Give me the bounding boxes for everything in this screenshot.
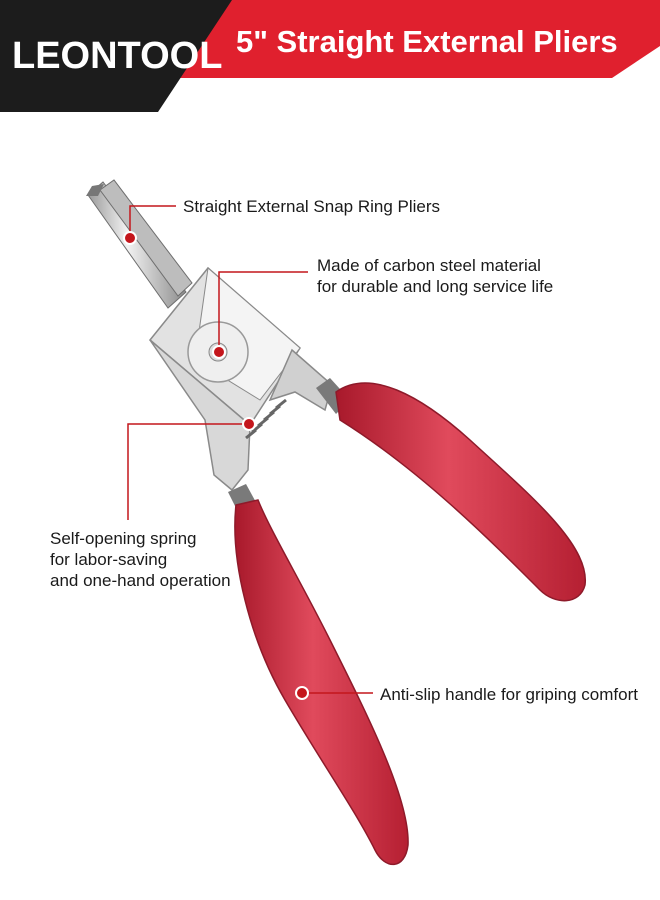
header-banner: LEONTOOL 5" Straight External Pliers bbox=[0, 0, 660, 112]
brand-logo: LEONTOOL bbox=[12, 35, 223, 77]
callout-material-line2: for durable and long service life bbox=[317, 277, 554, 296]
lower-handle bbox=[234, 499, 409, 866]
product-title: 5" Straight External Pliers bbox=[236, 24, 618, 59]
upper-handle bbox=[335, 382, 586, 602]
callout-spring-line3: and one-hand operation bbox=[50, 571, 231, 590]
callout-handle: Anti-slip handle for griping comfort bbox=[380, 685, 638, 704]
callout-spring-line2: for labor-saving bbox=[50, 550, 168, 569]
callout-dot-handle bbox=[295, 686, 309, 700]
callout-spring-line1: Self-opening spring bbox=[50, 529, 197, 548]
plier-spring bbox=[245, 398, 287, 440]
callout-dot-material bbox=[212, 345, 226, 359]
callout-tip: Straight External Snap Ring Pliers bbox=[183, 197, 441, 216]
plier-jaws bbox=[86, 179, 193, 309]
callout-material-line1: Made of carbon steel material bbox=[317, 256, 541, 275]
callout-dot-spring bbox=[242, 417, 256, 431]
callout-dot-tip bbox=[123, 231, 137, 245]
banner-background bbox=[0, 0, 660, 112]
